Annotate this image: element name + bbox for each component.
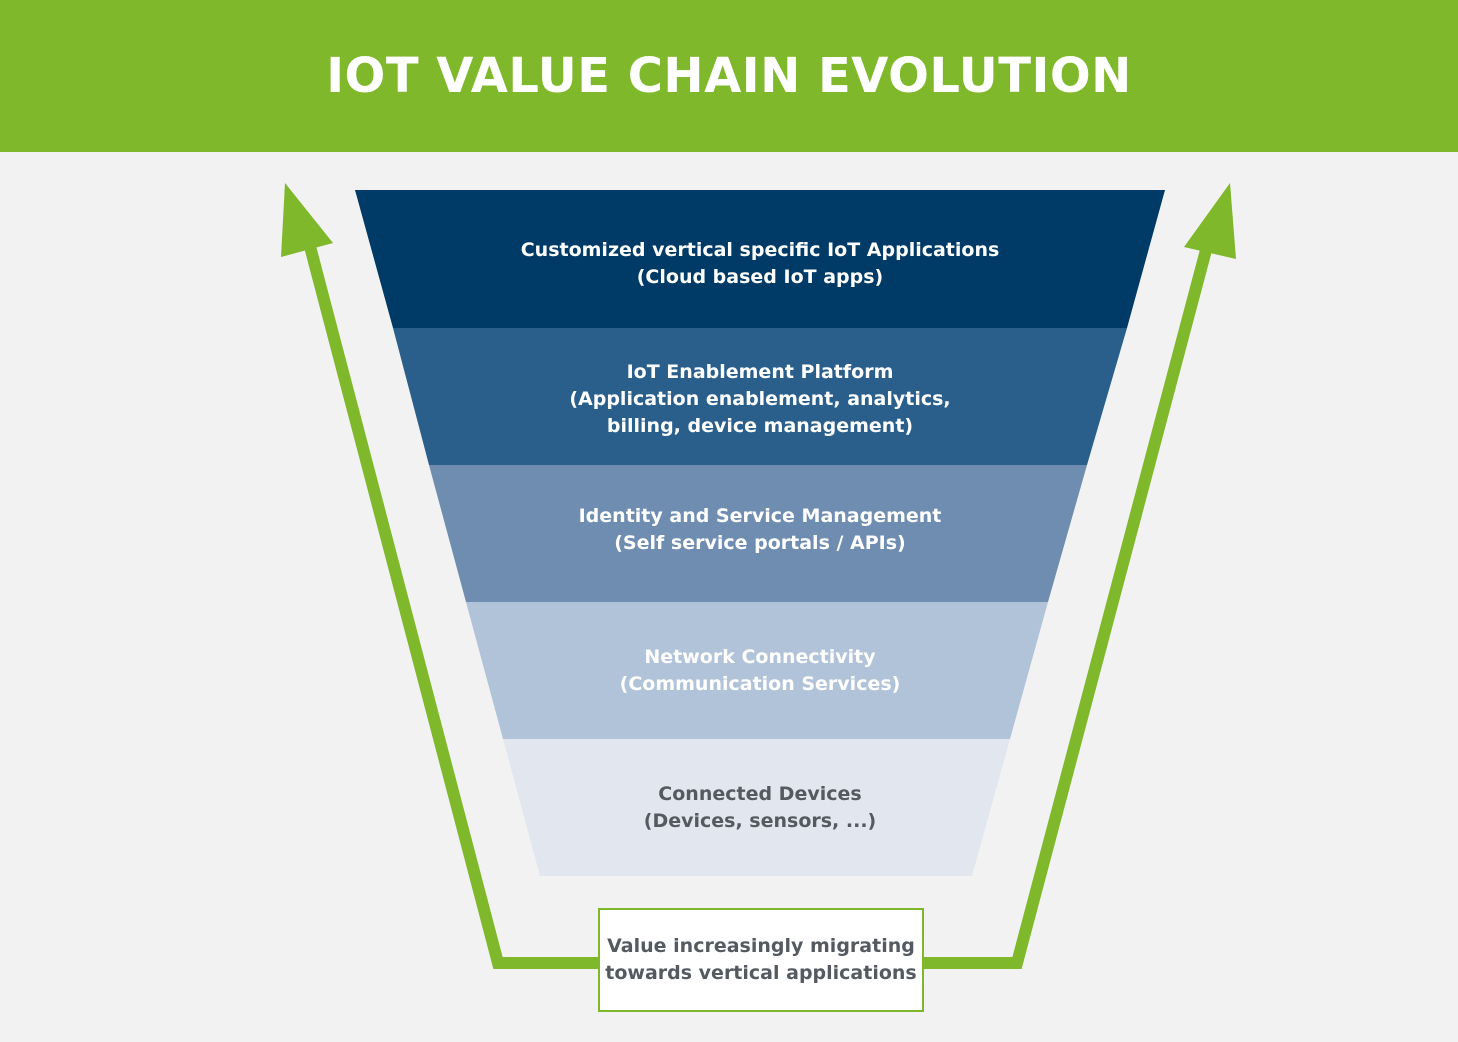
layer-subtitle: billing, device management) [606, 415, 914, 437]
layer-subtitle: (Communication Services) [619, 673, 901, 695]
layer-title: Connected Devices [658, 783, 862, 805]
header-banner: IOT VALUE CHAIN EVOLUTION [0, 0, 1458, 152]
left-arrow-line [301, 233, 600, 969]
note-line: Value increasingly migrating [607, 935, 915, 957]
layer-label-identity: Identity and Service Management (Self se… [355, 503, 1165, 557]
layer-title: Identity and Service Management [578, 505, 942, 527]
layer-band-platform [393, 328, 1127, 465]
right-arrow-head-icon [1184, 183, 1236, 259]
layer-title: Customized vertical specific IoT Applica… [520, 239, 1000, 261]
layer-subtitle: (Application enablement, analytics, [569, 388, 951, 410]
layer-band-applications [355, 190, 1165, 328]
layer-subtitle: (Cloud based IoT apps) [636, 266, 884, 288]
page-title: IOT VALUE CHAIN EVOLUTION [326, 48, 1132, 104]
layer-subtitle: (Devices, sensors, ...) [643, 810, 877, 832]
layer-label-devices: Connected Devices (Devices, sensors, ...… [355, 781, 1165, 835]
value-migration-note: Value increasingly migrating towards ver… [598, 908, 924, 1012]
layer-title: Network Connectivity [644, 646, 876, 668]
layer-label-platform: IoT Enablement Platform (Application ena… [355, 359, 1165, 440]
layer-subtitle: (Self service portals / APIs) [614, 532, 906, 554]
layer-title: IoT Enablement Platform [626, 361, 894, 383]
layer-label-network: Network Connectivity (Communication Serv… [355, 644, 1165, 698]
layer-band-devices [503, 739, 1010, 876]
layer-band-network [466, 602, 1048, 739]
left-arrow-head-icon [281, 183, 333, 257]
layer-band-identity [429, 465, 1087, 602]
right-arrow-line [922, 233, 1216, 969]
note-line: towards vertical applications [605, 962, 917, 984]
layer-label-applications: Customized vertical specific IoT Applica… [355, 237, 1165, 291]
